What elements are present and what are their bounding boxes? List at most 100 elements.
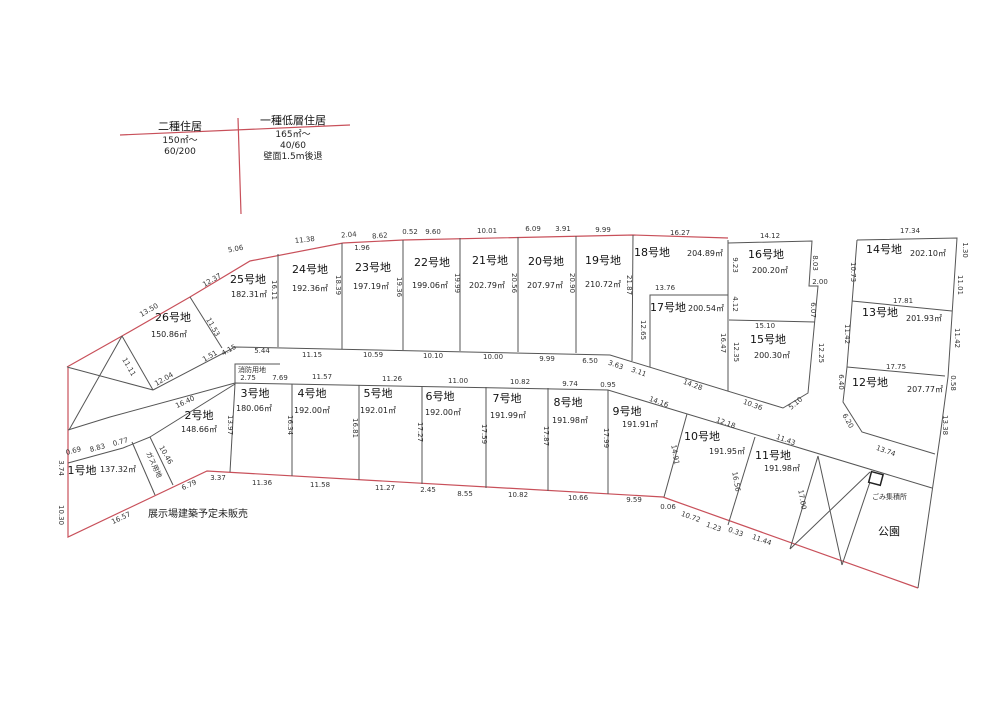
lot-area-label: 192.00㎡ bbox=[425, 408, 461, 417]
dimension-label: 14.28 bbox=[682, 378, 704, 392]
dimension-label: 9.99 bbox=[539, 355, 555, 363]
dimension-label: 9.59 bbox=[626, 496, 642, 504]
dimension-label: 3.11 bbox=[630, 366, 647, 379]
lot-area-label: 191.98㎡ bbox=[552, 416, 588, 425]
dimension-label: 11.38 bbox=[294, 235, 315, 245]
dimension-label: 13.97 bbox=[226, 415, 234, 435]
lot-number-label: 1号地 bbox=[68, 464, 97, 477]
lot-number-label: 12号地 bbox=[852, 376, 888, 389]
dimension-label: 10.82 bbox=[508, 491, 528, 499]
showroom-note: 展示場建築予定未販売 bbox=[148, 507, 248, 520]
dimension-label: 8.83 bbox=[89, 442, 106, 454]
dimension-label: 16.57 bbox=[110, 510, 132, 526]
dimension-label: 10.72 bbox=[680, 510, 702, 524]
lot-number-label: 19号地 bbox=[585, 254, 621, 267]
dimension-label: 0.33 bbox=[727, 526, 744, 539]
zone-name: 一種低層住居 bbox=[260, 113, 326, 127]
lot-number-label: 7号地 bbox=[493, 392, 522, 405]
dimension-label: 11.00 bbox=[448, 377, 468, 385]
dimension-label: 6.09 bbox=[525, 225, 541, 233]
dimension-label: 12.37 bbox=[201, 272, 222, 289]
zone-right-label: 一種低層住居 165㎡～ 40/60 壁面1.5m後退 bbox=[260, 113, 326, 162]
dimension-label: 1.96 bbox=[354, 244, 370, 252]
lot-number-label: 11号地 bbox=[755, 449, 791, 462]
dimension-label: 9.99 bbox=[595, 226, 611, 234]
dimension-label: 8.62 bbox=[372, 231, 388, 240]
lot-area-label: 191.98㎡ bbox=[764, 464, 800, 473]
dimension-label: 21.87 bbox=[625, 275, 633, 295]
dimension-label: 11.58 bbox=[310, 481, 330, 489]
dimension-label: 12.25 bbox=[817, 343, 825, 363]
dimension-label: 7.69 bbox=[272, 374, 288, 382]
dimension-label: 5.44 bbox=[254, 347, 270, 355]
dimension-label: 6.50 bbox=[582, 357, 598, 365]
lot-number-label: 2号地 bbox=[185, 409, 214, 422]
lot-area-label: 148.66㎡ bbox=[181, 425, 217, 434]
lot-area-label: 200.54㎡ bbox=[688, 304, 724, 313]
dimension-label: 11.57 bbox=[312, 373, 332, 381]
lot-number-label: 23号地 bbox=[355, 261, 391, 274]
lot-area-label: 192.00㎡ bbox=[294, 406, 330, 415]
dimension-label: 10.30 bbox=[57, 505, 65, 525]
dimension-label: 15.10 bbox=[755, 322, 775, 330]
dimension-label: 11.11 bbox=[120, 356, 137, 377]
lot-number-label: 6号地 bbox=[426, 390, 455, 403]
lot-area-label: 204.89㎡ bbox=[687, 249, 723, 258]
dimension-label: 3.74 bbox=[57, 460, 65, 476]
dimension-label: 20.56 bbox=[510, 273, 518, 294]
site-boundary bbox=[66, 234, 919, 589]
lot-area-label: 202.79㎡ bbox=[469, 281, 505, 290]
dimension-label: 12.35 bbox=[732, 342, 740, 362]
dimension-label: 17.27 bbox=[416, 422, 424, 442]
lot-number-label: 15号地 bbox=[750, 333, 786, 346]
dimension-label: 19.99 bbox=[453, 273, 461, 293]
dimension-label: 0.06 bbox=[660, 503, 676, 511]
lot-number-label: 13号地 bbox=[862, 306, 898, 319]
dimension-label: 11.53 bbox=[204, 316, 221, 337]
lot-number-label: 17号地 bbox=[650, 301, 686, 314]
dimension-label: 0.69 bbox=[65, 445, 82, 457]
dimension-label: 13.74 bbox=[875, 444, 897, 459]
lot-lines bbox=[66, 234, 958, 589]
park-label: 公園 bbox=[878, 525, 900, 538]
dimension-label: 12.65 bbox=[639, 320, 647, 340]
dimension-label: 0.52 bbox=[402, 228, 418, 236]
dimension-label: 17.00 bbox=[796, 489, 807, 510]
lot-area-label: 202.10㎡ bbox=[910, 249, 946, 258]
lot-number-label: 18号地 bbox=[634, 246, 670, 259]
dimension-label: 2.45 bbox=[420, 486, 436, 494]
dimension-label: 16.11 bbox=[270, 280, 278, 300]
dimension-label: 17.99 bbox=[602, 428, 610, 448]
dimension-label: 1.30 bbox=[961, 242, 969, 258]
lot-number-label: 3号地 bbox=[241, 387, 270, 400]
dimension-label: 13.76 bbox=[655, 284, 676, 292]
zone-ratio: 60/200 bbox=[164, 147, 196, 157]
lot-number-label: 26号地 bbox=[155, 311, 191, 324]
lot-number-label: 24号地 bbox=[292, 263, 328, 276]
dimension-label: 16.27 bbox=[670, 229, 690, 237]
dimension-label: 2.00 bbox=[812, 278, 828, 286]
zone-min-area: 150㎡～ bbox=[162, 135, 197, 146]
lot-area-label: 200.20㎡ bbox=[752, 266, 788, 275]
lot-number-label: 8号地 bbox=[554, 396, 583, 409]
dimension-label: 13.38 bbox=[941, 415, 949, 435]
lot-area-label: 200.30㎡ bbox=[754, 351, 790, 360]
dimension-label: 17.75 bbox=[886, 363, 906, 371]
dimension-label: 11.43 bbox=[775, 433, 797, 447]
dimension-label: 0.58 bbox=[949, 375, 957, 391]
fire-land-label: 消防用地 bbox=[238, 365, 266, 374]
lot-number-label: 9号地 bbox=[613, 405, 642, 418]
lot-area-label: 182.31㎡ bbox=[231, 290, 267, 299]
dimension-label: 11.27 bbox=[375, 484, 395, 492]
dimension-label: 12.04 bbox=[153, 371, 175, 388]
dimension-label: 3.91 bbox=[555, 225, 571, 233]
dimension-label: 1.51 bbox=[201, 349, 219, 364]
lot-area-label: 210.72㎡ bbox=[585, 280, 621, 289]
dimension-label: 10.01 bbox=[477, 227, 497, 235]
lot-area-label: 197.19㎡ bbox=[353, 282, 389, 291]
dimension-label: 6.20 bbox=[840, 412, 855, 430]
lot-area-label: 201.93㎡ bbox=[906, 314, 942, 323]
dimension-label: 11.01 bbox=[956, 275, 964, 295]
dimension-label: 3.63 bbox=[607, 359, 624, 372]
